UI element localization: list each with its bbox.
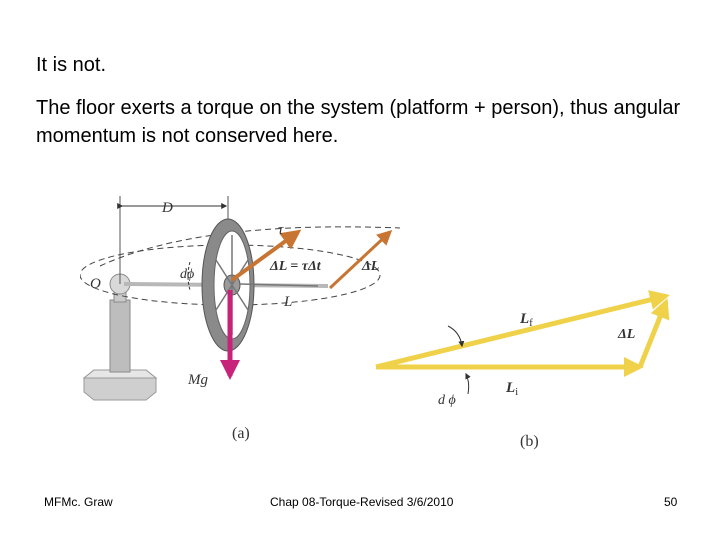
label-o: O bbox=[90, 276, 101, 292]
delta-l-b-arrow bbox=[637, 298, 670, 368]
label-delta-l-eq: ΔL = τΔt bbox=[269, 259, 322, 274]
label-l-a: L bbox=[283, 294, 292, 310]
caption-a: (a) bbox=[232, 425, 250, 442]
footer-chapter: Chap 08-Torque-Revised 3/6/2010 bbox=[270, 495, 454, 509]
vector-triangle-diagram: Lf ΔL Li d ϕ (b) bbox=[375, 290, 670, 450]
torque-arrow bbox=[230, 229, 302, 282]
delta-l-arrow bbox=[328, 229, 393, 290]
slide-paragraph: The floor exerts a torque on the system … bbox=[36, 97, 681, 147]
caption-b: (b) bbox=[520, 433, 539, 450]
gyroscope-diagram: D O dϕ τ ΔL = τΔt ΔL L Mg (a) bbox=[80, 196, 401, 442]
label-mg: Mg bbox=[187, 372, 208, 388]
label-d-phi-a: dϕ bbox=[180, 267, 194, 282]
label-l-i: Li bbox=[505, 380, 518, 398]
slide-heading: It is not. bbox=[36, 54, 107, 76]
page-number: 50 bbox=[664, 495, 678, 509]
label-d: D bbox=[161, 200, 173, 216]
label-tau: τ bbox=[278, 222, 284, 238]
footer-author: MFMc. Graw bbox=[44, 495, 113, 509]
label-delta-l-b: ΔL bbox=[617, 327, 635, 342]
l-f-arrow bbox=[375, 290, 670, 370]
label-d-phi-b: d ϕ bbox=[438, 393, 456, 408]
gyroscope-figure: D O dϕ τ ΔL = τΔt ΔL L Mg (a) Lf ΔL Li d… bbox=[80, 196, 670, 450]
label-delta-l-a: ΔL bbox=[361, 259, 379, 274]
gyroscope-post bbox=[109, 299, 131, 373]
label-l-f: Lf bbox=[519, 311, 533, 329]
